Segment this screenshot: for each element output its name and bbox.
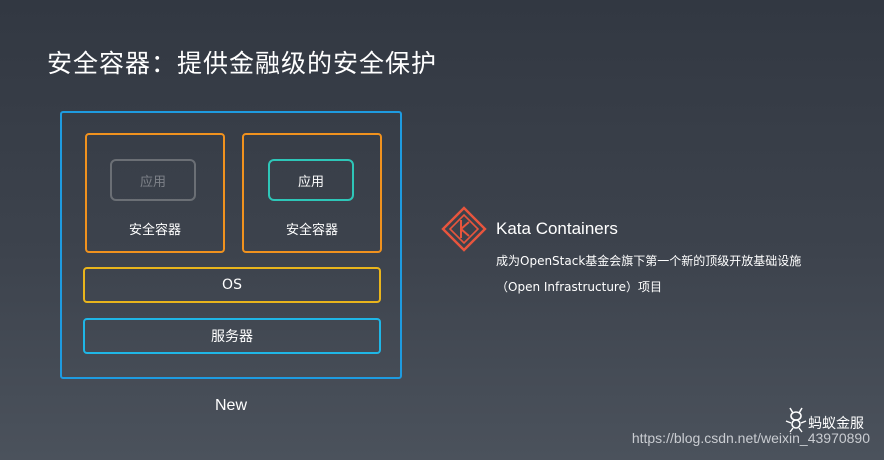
new-architecture-box bbox=[60, 111, 402, 379]
os-layer: OS bbox=[83, 267, 381, 303]
app-chip-left: 应用 bbox=[110, 159, 196, 201]
brand-text: 蚂蚁金服 bbox=[808, 416, 864, 432]
watermark-url: https://blog.csdn.net/weixin_43970890 bbox=[631, 430, 870, 446]
server-layer: 服务器 bbox=[83, 318, 381, 354]
app-chip-right: 应用 bbox=[268, 159, 354, 201]
ant-icon bbox=[785, 407, 807, 433]
kata-title: Kata Containers bbox=[496, 219, 618, 238]
secure-container-label-right: 安全容器 bbox=[285, 223, 338, 238]
secure-container-box-left bbox=[85, 133, 225, 253]
kata-containers-logo-icon bbox=[441, 206, 487, 252]
secure-container-box-right bbox=[242, 133, 382, 253]
kata-description-line-1: 成为OpenStack基金会旗下第一个新的顶级开放基础设施 bbox=[496, 254, 802, 268]
secure-container-label-left: 安全容器 bbox=[128, 223, 181, 238]
kata-description-line-2: （Open Infrastructure）项目 bbox=[496, 280, 662, 294]
slide-title: 安全容器：提供金融级的安全保护 bbox=[47, 49, 438, 78]
diagram-caption: New bbox=[214, 397, 247, 414]
